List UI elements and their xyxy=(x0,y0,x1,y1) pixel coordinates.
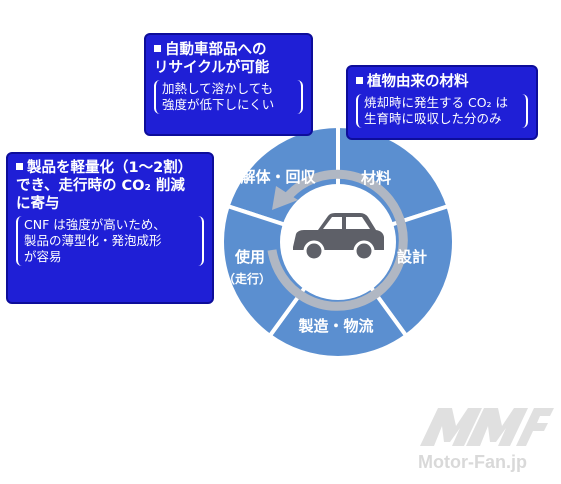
callout-plant-material-detail: 焼却時に発生する CO₂ は 生育時に吸収した分のみ xyxy=(356,94,528,128)
callout-lightweight-head: 製品を軽量化（1～2割） でき、走行時の CO₂ 削減 に寄与 xyxy=(16,160,193,212)
watermark-text: Motor-Fan.jp xyxy=(418,452,527,472)
callout-recycle-detail: 加熱して溶かしても 強度が低下しにくい xyxy=(154,80,303,114)
callout-recycle-head: 自動車部品への リサイクルが可能 xyxy=(154,42,270,76)
bullet-icon xyxy=(356,76,363,84)
segment-label-material: 材料 xyxy=(361,169,391,187)
segment-label-dismantle: 解体・回収 xyxy=(240,168,316,186)
car-icon xyxy=(293,213,384,262)
segment-label-use-sub: （走行） xyxy=(223,271,271,286)
callout-plant-material-head: 植物由来の材料 xyxy=(356,73,528,91)
callout-lightweight-detail: CNF は強度が高いため、 製品の薄型化・発泡成形 が容易 xyxy=(16,216,204,266)
callout-recycle: 自動車部品への リサイクルが可能 加熱して溶かしても 強度が低下しにくい xyxy=(144,33,313,136)
segment-label-use: 使用 xyxy=(234,248,265,266)
segment-label-manufacture: 製造・物流 xyxy=(297,317,373,335)
bullet-icon xyxy=(16,162,23,170)
cycle-arrow-head xyxy=(272,186,298,210)
cycle-arrow-ring xyxy=(267,169,408,311)
callout-plant-material: 植物由来の材料 焼却時に発生する CO₂ は 生育時に吸収した分のみ xyxy=(346,65,538,140)
bullet-icon xyxy=(154,44,161,52)
callout-lightweight: 製品を軽量化（1～2割） でき、走行時の CO₂ 削減 に寄与 CNF は強度が… xyxy=(6,152,214,304)
segment-label-design: 設計 xyxy=(397,248,427,266)
motor-fan-logo-icon xyxy=(420,408,554,446)
